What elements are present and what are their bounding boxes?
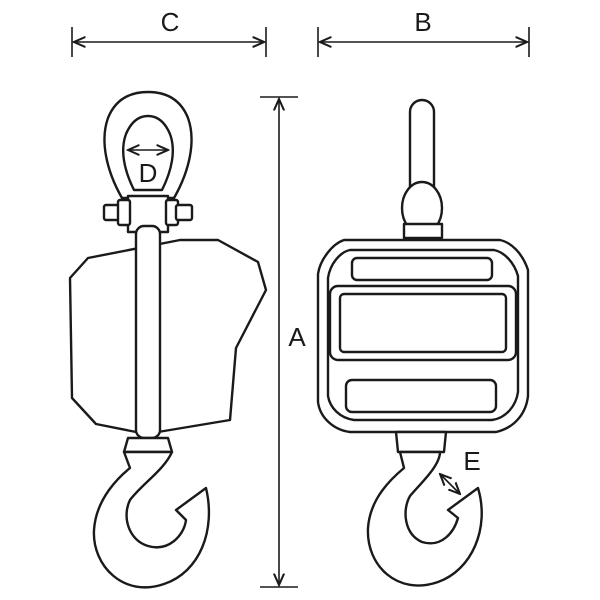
dimension-b-label: B (414, 7, 431, 37)
dimension-e: E (440, 446, 481, 494)
dimension-b: B (317, 7, 530, 57)
front-body-inner (326, 248, 520, 422)
dimension-e-label: E (463, 446, 480, 476)
front-top-slot (350, 256, 494, 282)
dimension-c-label: C (161, 7, 180, 37)
side-view (68, 90, 268, 589)
side-body (68, 238, 268, 436)
front-display-inner (338, 292, 508, 354)
dimension-d-label: D (139, 158, 158, 188)
side-hook-collar (122, 436, 174, 454)
front-hook (366, 450, 483, 587)
dimension-a: A (260, 96, 306, 588)
front-bottom-panel (344, 378, 498, 414)
dimension-a-label: A (288, 322, 306, 352)
dimension-e-line (440, 474, 460, 494)
dimension-d: D (128, 150, 168, 188)
dimension-c: C (71, 7, 267, 57)
front-display-outer (328, 284, 518, 362)
side-center-bar (134, 224, 162, 440)
side-pin-nut-left (116, 198, 132, 227)
front-hook-collar (394, 430, 448, 454)
side-pin-right (174, 203, 194, 222)
front-view (316, 98, 530, 587)
front-neck (402, 222, 444, 240)
side-hook (92, 450, 211, 589)
